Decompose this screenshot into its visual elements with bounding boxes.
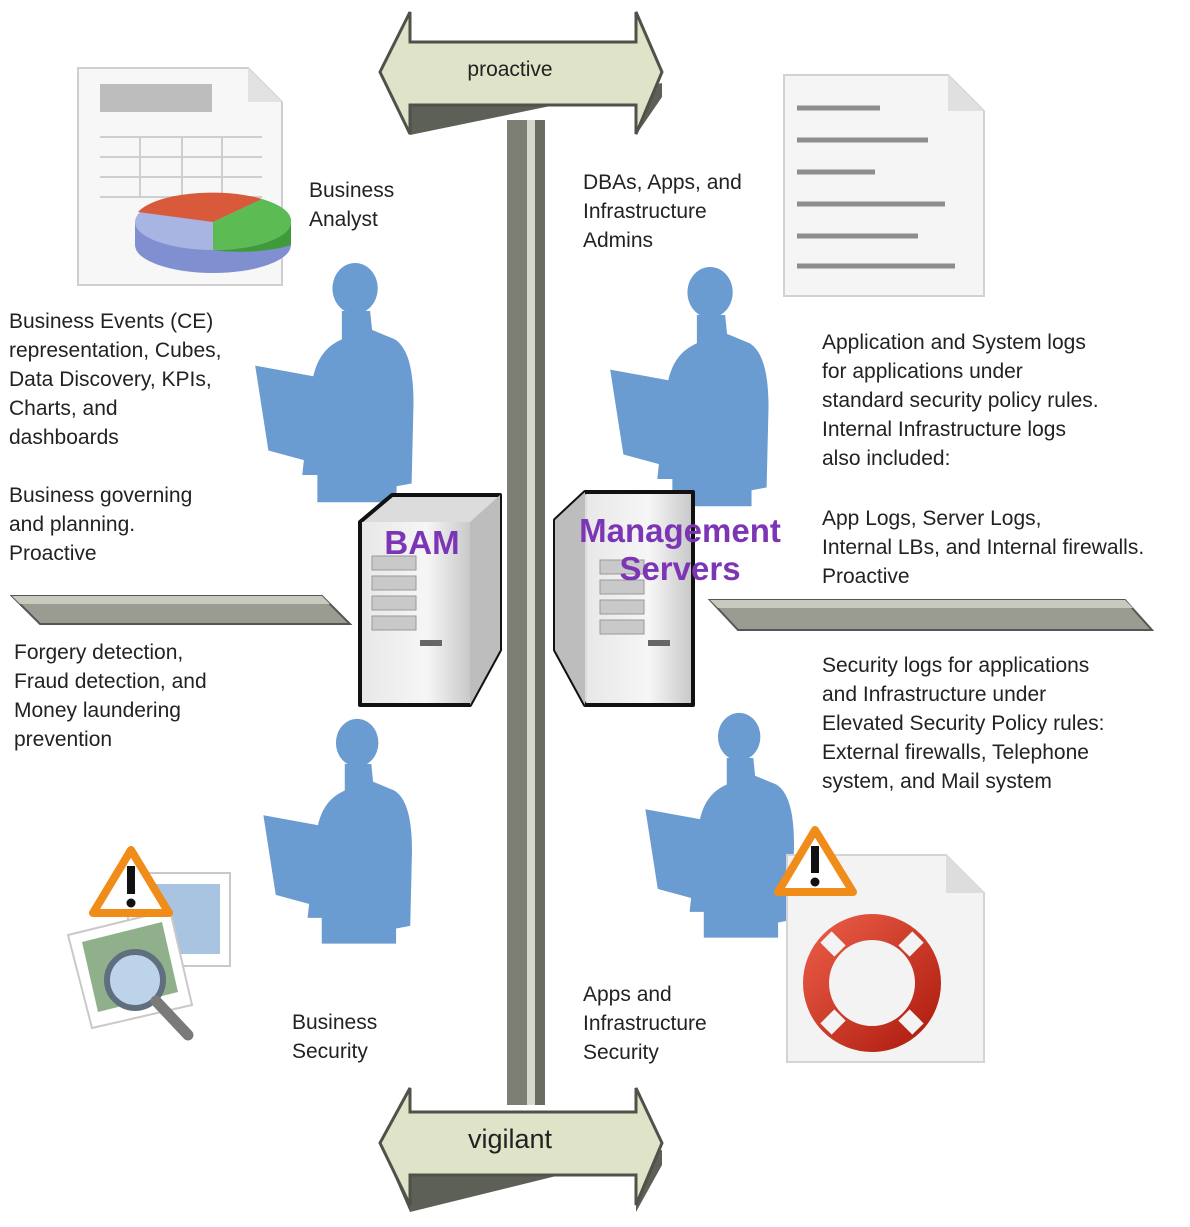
bam-server-icon: [358, 493, 502, 707]
infrastructure-security-role: Apps and Infrastructure Security: [583, 983, 707, 1064]
admins-note: App Logs, Server Logs, Internal LBs, and…: [822, 507, 1145, 588]
proactive-arrow: [378, 11, 664, 135]
left-horizontal-bar: [9, 595, 353, 625]
vertical-axis-bar: [507, 120, 545, 1105]
warning-lifebuoy-document-icon: [774, 826, 985, 1063]
right-horizontal-bar: [707, 599, 1155, 631]
infrastructure-security-description: Security logs for applications and Infra…: [822, 654, 1105, 793]
vigilant-label: vigilant: [467, 1124, 553, 1154]
admins-description: Application and System logs for applicat…: [822, 331, 1099, 470]
business-security-role: Business Security: [292, 1011, 378, 1063]
admin-person-icon: [610, 266, 769, 507]
business-analyst-role: Business Analyst: [309, 179, 395, 231]
bam-server-label: BAM: [384, 524, 460, 561]
business-analyst-description: Business Events (CE) representation, Cub…: [9, 310, 222, 449]
spreadsheet-pie-chart-document-icon: [77, 67, 292, 286]
text-log-document-icon: [783, 74, 985, 297]
management-servers-label: Management Servers: [579, 512, 781, 587]
warning-image-magnifier-icon: [66, 846, 231, 1041]
proactive-label: proactive: [467, 58, 553, 81]
business-analyst-note: Business governing and planning. Proacti…: [9, 484, 193, 565]
vigilant-arrow: [378, 1087, 664, 1212]
business-analyst-person-icon: [255, 262, 414, 503]
admins-role: DBAs, Apps, and Infrastructure Admins: [583, 171, 742, 252]
management-server-icon: [553, 490, 695, 707]
infrastructure-security-person-icon: [645, 712, 794, 938]
business-security-person-icon: [263, 718, 412, 944]
business-security-description: Forgery detection, Fraud detection, and …: [14, 641, 207, 751]
